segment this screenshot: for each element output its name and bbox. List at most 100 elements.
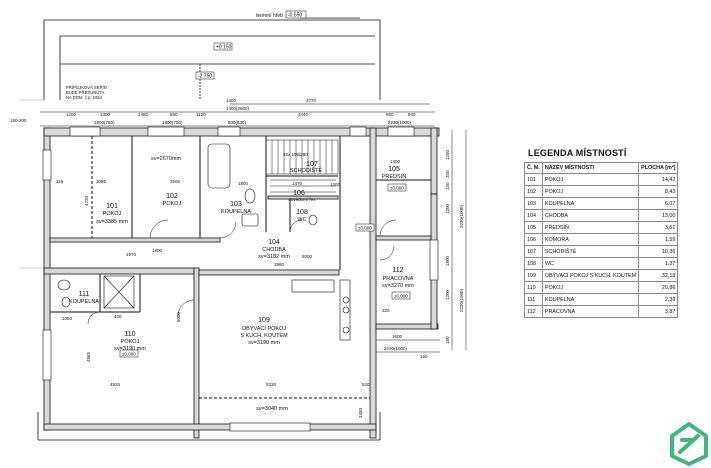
room-101-height: sv=3385 mm — [96, 219, 128, 225]
room-101-name: POKOJ — [103, 211, 122, 217]
level-top: -0.550 — [288, 13, 302, 19]
legend-header-row: Č. M. NÁZEV MÍSTNOSTI PLOCHA [m²] — [524, 162, 679, 174]
dim-text: 3980 — [274, 262, 285, 267]
room-109-name: OBÝVACÍ POKOJ — [242, 325, 286, 332]
legend-room-no: 101 — [524, 173, 543, 186]
dim-text: 3085 — [96, 179, 107, 184]
dim-text: 3450 — [358, 407, 363, 418]
legend-room-area: 14,42 — [638, 173, 679, 186]
room-102-height: sv=2670mm — [151, 156, 182, 162]
dim-text: 1250 — [445, 149, 450, 160]
legend-room-name: WC — [541, 257, 640, 270]
level-low: -2.750 — [198, 74, 212, 80]
legend-room-area: 1,59 — [638, 233, 679, 246]
room-105-name: PŘEDSÍŇ — [382, 172, 406, 180]
room-111-number: 111 — [79, 291, 90, 298]
legend-room-name: KOMORA — [541, 233, 640, 246]
dim-text: 320 — [382, 308, 390, 313]
legend-room-no: 106 — [524, 233, 543, 246]
dim-text: 6000 — [176, 311, 181, 322]
legend-room-name: SCHODIŠTĚ — [541, 245, 640, 258]
legend-room-name: POKOJ — [541, 185, 640, 198]
dim-text: 800(830) — [228, 120, 247, 125]
room-102-number: 102 — [166, 193, 178, 200]
legend-room-no: 102 — [524, 185, 543, 198]
dim-text: 1400 — [100, 112, 111, 117]
room-110-name: POKOJ — [121, 339, 140, 345]
room-108-name: WC — [297, 217, 306, 223]
dim-text: 1800 — [152, 248, 163, 253]
level-tag: ±0,000 — [394, 294, 408, 299]
room-105-number: 105 — [388, 166, 400, 173]
legend-room-area: 8,43 — [638, 185, 679, 198]
legend-room-no: 103 — [524, 197, 543, 210]
legend-room-area: 20,86 — [638, 281, 679, 294]
room-101-number: 101 — [106, 203, 118, 210]
legend-room-no: 110 — [524, 281, 543, 294]
brand-logo — [670, 422, 708, 466]
legend-header-name: NÁZEV MÍSTNOSTI — [541, 162, 640, 174]
dim-text: 1800 — [445, 255, 450, 266]
room-110-height: sv=3190 mm — [114, 346, 146, 352]
legend-room-no: 109 — [524, 269, 543, 282]
dim-text: 1400 — [226, 98, 237, 103]
dim-text: 1300 — [390, 159, 401, 164]
dim-text: 1470 — [292, 181, 303, 186]
dim-text: 250 — [445, 170, 450, 178]
room-109-number: 109 — [258, 317, 270, 324]
dim-text: 4720 — [84, 195, 89, 206]
legend-room-name: OBÝVACÍ POKOJ S KUCH. KOUTEM — [541, 269, 640, 282]
note-line-3: NA DOM. č.p. 1924 — [66, 95, 103, 100]
room-112-name: PRACOVNA — [383, 276, 414, 282]
room-104-name: CHODBA — [262, 247, 286, 253]
room-107-name: SCHODIŠTĚ — [290, 166, 322, 174]
room-109-height: sv=3190 mm — [248, 340, 280, 346]
room-111-name: KOUPELNA — [69, 299, 99, 305]
dim-text: 4865 — [86, 351, 91, 362]
legend-room-name: POKOJ — [541, 173, 640, 186]
room-103-number: 103 — [230, 201, 242, 208]
dim-text: 650 — [386, 112, 394, 117]
legend-room-no: 112 — [524, 305, 543, 318]
legend-header-area: PLOCHA [m²] — [638, 162, 679, 174]
legend-room-area: 13,00 — [638, 209, 679, 222]
room-109-height-lower: sv=3040 mm — [256, 406, 288, 412]
legend-room-name: KOUPELNA — [541, 293, 640, 306]
dim-text: 160-200 — [10, 118, 27, 123]
dim-text: 2230(1000) — [384, 346, 408, 351]
note-line-2: BUDE PŘESUNUTA — [66, 90, 105, 95]
dim-text: 22x 196/280 — [283, 152, 308, 157]
dim-text: 1970 — [126, 252, 137, 257]
legend-header-no: Č. M. — [524, 162, 543, 174]
dim-text: 1800(750) — [162, 120, 183, 125]
dim-text: 1200 — [66, 112, 77, 117]
dim-text: 1480 — [138, 112, 149, 117]
legend-room-name: PRACOVNA — [541, 305, 640, 318]
dim-text: 1200 — [330, 182, 341, 187]
dim-text: 2505 — [170, 179, 181, 184]
room-104-height: sv=3182 mm — [258, 254, 290, 260]
level-tag: ±0,000 — [390, 186, 404, 191]
dim-text: 5330 — [266, 382, 277, 387]
legend-room-area: 3,61 — [638, 221, 679, 234]
room-110-number: 110 — [124, 331, 135, 338]
room-112-height: sv=3270 mm — [382, 283, 414, 289]
legend-room-name: CHODBA — [541, 209, 640, 222]
dim-text: 1200 — [445, 203, 450, 214]
legend-room-no: 105 — [524, 221, 543, 234]
legend-room-no: 104 — [524, 209, 543, 222]
legend-room-no: 111 — [524, 293, 543, 306]
level-tag: ±0,000 — [122, 352, 136, 357]
dim-text: 160 — [420, 354, 428, 359]
